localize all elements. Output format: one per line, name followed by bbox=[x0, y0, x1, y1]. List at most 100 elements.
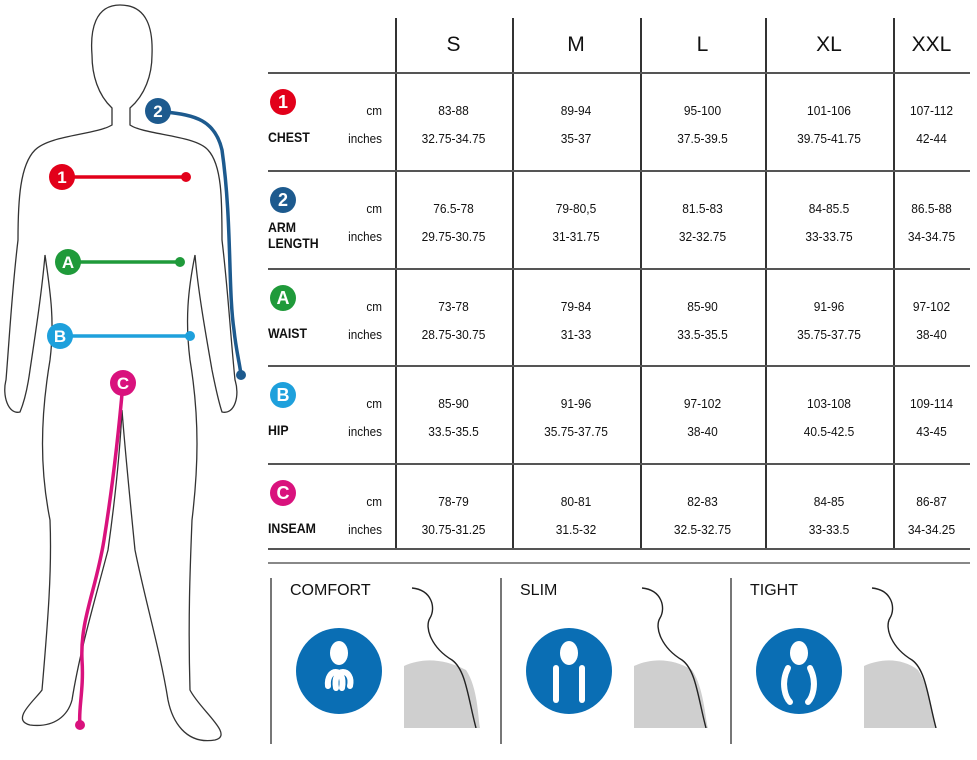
cell-inches: 31-31.75 bbox=[552, 229, 600, 244]
cell-cm: 91-96 bbox=[560, 396, 592, 411]
cell-cm: 78-79 bbox=[438, 494, 469, 509]
cell-inches: 35.75-37.75 bbox=[797, 327, 861, 342]
size-header-l: L bbox=[696, 33, 709, 56]
measurement-name: CHEST bbox=[268, 129, 310, 145]
cell-cm: 79-84 bbox=[560, 299, 592, 314]
cell-cm: 82-83 bbox=[687, 494, 718, 509]
cell-inches: 37.5-39.5 bbox=[677, 131, 728, 146]
cell-inches: 33-33.75 bbox=[805, 229, 853, 244]
column-divider bbox=[765, 18, 767, 548]
row-divider bbox=[268, 463, 970, 465]
hip-endpoint bbox=[185, 331, 195, 341]
size-header-xl: XL bbox=[816, 33, 842, 56]
badge-icon: C bbox=[270, 480, 296, 506]
cell-inches: 31-33 bbox=[560, 327, 592, 342]
cell-cm: 83-88 bbox=[438, 103, 469, 118]
badge-1-icon bbox=[49, 164, 75, 190]
figure-badge-2: 2 bbox=[153, 102, 162, 121]
cell-inches: 42-44 bbox=[916, 131, 947, 146]
badge-c-icon bbox=[110, 370, 136, 396]
row-divider bbox=[268, 548, 970, 550]
cell-cm: 81.5-83 bbox=[682, 201, 723, 216]
measurement-name: HIP bbox=[268, 422, 289, 438]
cell-inches: 32.75-34.75 bbox=[421, 131, 486, 146]
unit-inches: inches bbox=[348, 424, 382, 439]
cell-cm: 85-90 bbox=[438, 396, 469, 411]
figure-badge-a: A bbox=[62, 253, 74, 272]
fit-comfort-icon bbox=[296, 628, 382, 714]
fit-tight: TIGHT bbox=[730, 578, 960, 744]
cell-cm: 107-112 bbox=[909, 103, 954, 118]
unit-inches: inches bbox=[348, 229, 382, 244]
chest-endpoint bbox=[181, 172, 191, 182]
shirt-silhouette-icon bbox=[404, 587, 480, 728]
fit-tight-icon bbox=[756, 628, 842, 714]
cell-cm: 79-80,5 bbox=[555, 201, 597, 216]
cell-cm: 91-96 bbox=[813, 299, 845, 314]
size-header-xxl: XXL bbox=[911, 33, 952, 56]
cell-cm: 84-85 bbox=[813, 494, 845, 509]
shirt-silhouette-icon bbox=[864, 587, 937, 728]
cell-cm: 89-94 bbox=[560, 103, 592, 118]
column-divider bbox=[640, 18, 642, 548]
cell-inches: 35-37 bbox=[560, 131, 592, 146]
figure-badge-c: C bbox=[117, 374, 129, 393]
cell-inches: 39.75-41.75 bbox=[797, 131, 861, 146]
column-divider bbox=[512, 18, 514, 548]
arm-length-line bbox=[164, 110, 243, 376]
cell-cm: 97-102 bbox=[683, 396, 722, 411]
cell-cm: 80-81 bbox=[560, 494, 592, 509]
fit-label: SLIM bbox=[520, 582, 558, 599]
cell-cm: 101-106 bbox=[807, 103, 851, 118]
table-row-inseam: C INSEAM cm inches 78-79 30.75-31.25 80-81… bbox=[268, 464, 970, 562]
badge-icon: 1 bbox=[270, 89, 296, 115]
cell-inches: 29.75-30.75 bbox=[421, 229, 486, 244]
unit-inches: inches bbox=[348, 131, 382, 146]
fit-label: TIGHT bbox=[750, 582, 798, 599]
cell-inches: 33-33.5 bbox=[808, 522, 850, 537]
column-divider bbox=[893, 18, 895, 548]
unit-inches: inches bbox=[348, 522, 382, 537]
row-divider bbox=[268, 365, 970, 367]
row-divider bbox=[268, 170, 970, 172]
body-figure: 2 1 A B C bbox=[4, 4, 246, 742]
measurement-name: INSEAM bbox=[268, 520, 316, 536]
unit-cm: cm bbox=[366, 396, 382, 411]
size-header-s: S bbox=[446, 33, 461, 56]
figure-badge-b: B bbox=[54, 327, 66, 346]
fit-slim-icon bbox=[526, 628, 612, 714]
cell-cm: 85-90 bbox=[687, 299, 718, 314]
measurement-name: WAIST bbox=[268, 325, 308, 341]
cell-cm: 76.5-78 bbox=[433, 201, 474, 216]
unit-cm: cm bbox=[366, 299, 382, 314]
badge-icon: B bbox=[270, 382, 296, 408]
size-header-m: M bbox=[567, 33, 585, 56]
cell-inches: 30.75-31.25 bbox=[421, 522, 486, 537]
waist-endpoint bbox=[175, 257, 185, 267]
fit-slim: SLIM bbox=[500, 578, 730, 744]
cell-inches: 40.5-42.5 bbox=[803, 424, 855, 439]
measurement-name: ARM LENGTH bbox=[268, 219, 319, 251]
badge-2-icon bbox=[145, 98, 171, 124]
cell-cm: 95-100 bbox=[683, 103, 722, 118]
cell-cm: 103-108 bbox=[807, 396, 851, 411]
unit-cm: cm bbox=[366, 201, 382, 216]
badge-icon: A bbox=[270, 285, 296, 311]
badge-a-icon bbox=[55, 249, 81, 275]
arm-length-endpoint bbox=[236, 370, 246, 380]
unit-inches: inches bbox=[348, 327, 382, 342]
inseam-endpoint bbox=[75, 720, 85, 730]
inseam-line bbox=[77, 382, 125, 726]
cell-inches: 38-40 bbox=[687, 424, 718, 439]
row-divider bbox=[268, 72, 970, 74]
cell-inches: 34-34.25 bbox=[907, 522, 956, 537]
unit-cm: cm bbox=[366, 494, 382, 509]
cell-cm: 84-85.5 bbox=[808, 201, 850, 216]
cell-inches: 34-34.75 bbox=[907, 229, 956, 244]
cell-inches: 32-32.75 bbox=[678, 229, 727, 244]
badge-b-icon bbox=[47, 323, 73, 349]
